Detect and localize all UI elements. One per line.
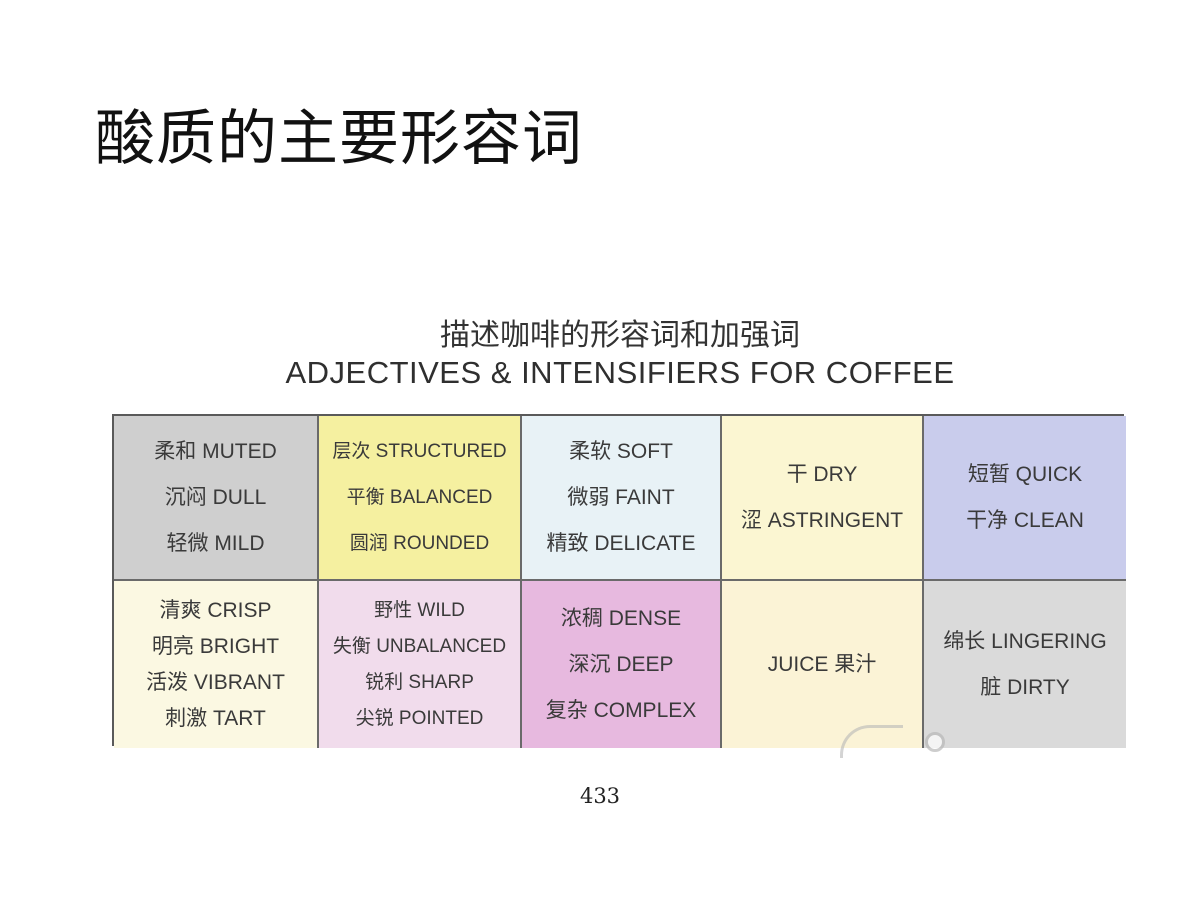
adjectives-grid: 柔和 MUTED 沉闷 DULL 轻微 MILD 层次 STRUCTURED 平… — [112, 414, 1126, 748]
grid-cell-quick: 短暂 QUICK 干净 CLEAN — [924, 416, 1126, 581]
term: 柔软 SOFT — [569, 439, 673, 463]
term: JUICE 果汁 — [767, 652, 877, 676]
term: 轻微 MILD — [166, 531, 265, 555]
term: 明亮 BRIGHT — [151, 634, 280, 658]
grid-cell-wild: 野性 WILD 失衡 UNBALANCED 锐利 SHARP 尖锐 POINTE… — [319, 581, 522, 748]
term: 沉闷 DULL — [164, 485, 267, 509]
figure-title-chinese: 描述咖啡的形容词和加强词 — [440, 318, 800, 353]
grid-cell-juice: JUICE 果汁 — [722, 581, 924, 748]
grid-cell-muted: 柔和 MUTED 沉闷 DULL 轻微 MILD — [114, 416, 319, 581]
term: 活泼 VIBRANT — [146, 670, 285, 694]
term: 绵长 LINGERING — [943, 629, 1107, 653]
term: 柔和 MUTED — [154, 439, 277, 463]
slide-title: 酸质的主要形容词 — [95, 104, 583, 174]
grid-cell-structured: 层次 STRUCTURED 平衡 BALANCED 圆润 ROUNDED — [319, 416, 522, 581]
term: 短暂 QUICK — [967, 462, 1083, 486]
grid-cell-soft: 柔软 SOFT 微弱 FAINT 精致 DELICATE — [522, 416, 722, 581]
term: 清爽 CRISP — [159, 598, 272, 622]
page-number: 433 — [579, 784, 621, 808]
term: 涩 ASTRINGENT — [740, 508, 904, 532]
term: 刺激 TART — [165, 706, 266, 730]
term: 平衡 BALANCED — [346, 486, 493, 508]
term: 干 DRY — [786, 462, 858, 486]
grid-cell-dense: 浓稠 DENSE 深沉 DEEP 复杂 COMPLEX — [522, 581, 722, 748]
term: 野性 WILD — [374, 599, 465, 621]
term: 精致 DELICATE — [546, 531, 696, 555]
term: 浓稠 DENSE — [560, 606, 682, 630]
figure-title-english: ADJECTIVES & INTENSIFIERS FOR COFFEE — [285, 355, 955, 390]
term: 尖锐 POINTED — [355, 707, 484, 729]
term: 复杂 COMPLEX — [545, 698, 697, 722]
term: 微弱 FAINT — [567, 485, 675, 509]
term: 圆润 ROUNDED — [349, 532, 490, 554]
term: 脏 DIRTY — [980, 675, 1070, 699]
grid-cell-lingering: 绵长 LINGERING 脏 DIRTY — [924, 581, 1126, 748]
term: 锐利 SHARP — [365, 671, 474, 693]
term: 失衡 UNBALANCED — [332, 635, 507, 657]
term: 干净 CLEAN — [966, 508, 1084, 532]
adjectives-figure: 描述咖啡的形容词和加强词 ADJECTIVES & INTENSIFIERS F… — [100, 305, 1140, 760]
grid-cell-dry: 干 DRY 涩 ASTRINGENT — [722, 416, 924, 581]
term: 深沉 DEEP — [568, 652, 674, 676]
term: 层次 STRUCTURED — [332, 440, 507, 462]
grid-cell-crisp: 清爽 CRISP 明亮 BRIGHT 活泼 VIBRANT 刺激 TART — [114, 581, 319, 748]
watermark-dot — [925, 732, 945, 752]
